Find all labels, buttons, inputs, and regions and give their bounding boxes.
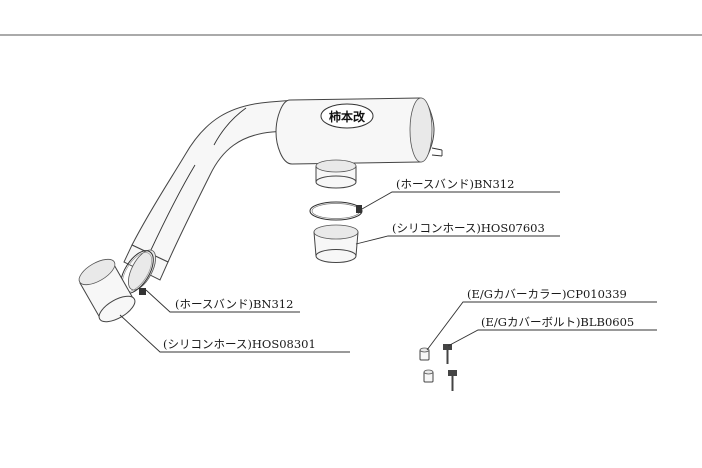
- label-band-upper: (ホースバンド)BN312: [396, 177, 514, 191]
- chamber-outlet: [315, 159, 357, 189]
- label-hose-lower: (シリコンホース)HOS08301: [163, 337, 316, 351]
- engine-cover-collars: [419, 347, 434, 383]
- label-bolt: (E/Gカバーボルト)BLB0605: [481, 315, 634, 329]
- label-collar: (E/Gカバーカラー)CP010339: [467, 287, 627, 301]
- upper-silicone-hose: [313, 224, 359, 263]
- lower-silicone-hose: [78, 258, 136, 323]
- kakimoto-logo: 柿本改: [320, 103, 374, 129]
- engine-cover-bolts: [443, 344, 457, 391]
- air-chamber: [275, 97, 443, 165]
- label-band-lower: (ホースバンド)BN312: [175, 297, 293, 311]
- label-hose-upper: (シリコンホース)HOS07603: [392, 221, 545, 235]
- upper-hose-band: [309, 201, 363, 221]
- lower-pipe-connector: [123, 244, 169, 291]
- logo-text: 柿本改: [329, 109, 366, 124]
- intake-pipe: [131, 99, 299, 263]
- leader-lines: [119, 191, 657, 353]
